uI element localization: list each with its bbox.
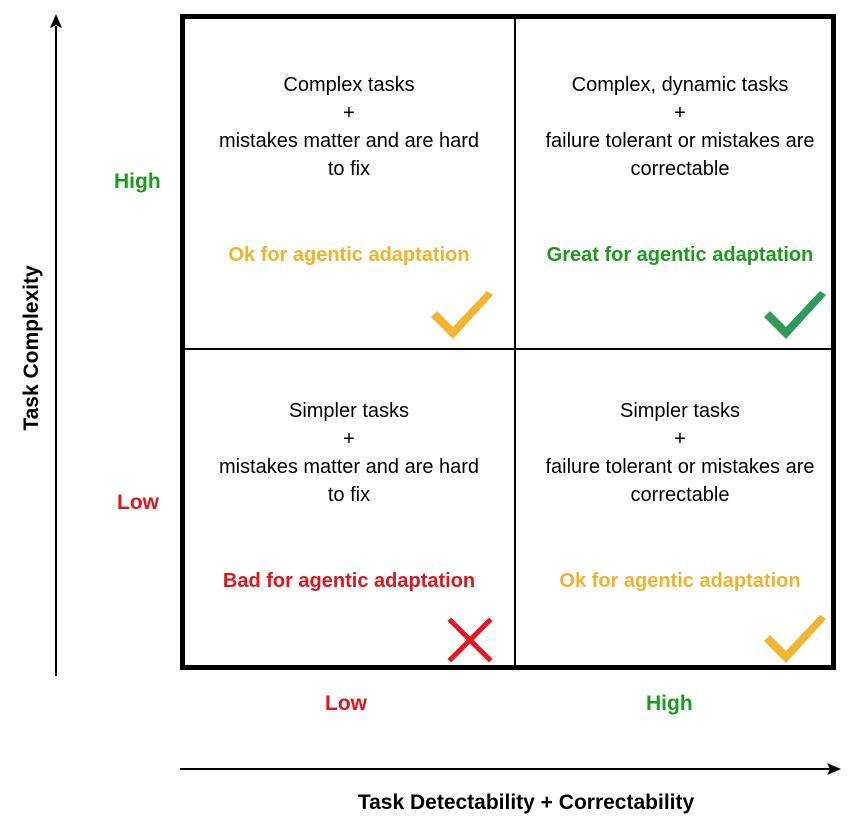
y-axis-low-label: Low <box>117 491 159 514</box>
quadrant-plus: + <box>674 102 686 124</box>
cross-icon <box>447 617 493 663</box>
quadrant-plus: + <box>674 428 686 450</box>
quadrant-verdict: Bad for agentic adaptation <box>222 570 476 592</box>
quadrant-verdict: Great for agentic adaptation <box>546 244 814 266</box>
quadrant-line: failure tolerant or mistakes are <box>545 456 815 478</box>
quadrant-description: Simpler tasks + failure tolerant or mist… <box>516 397 844 509</box>
x-axis-title: Task Detectability + Correctability <box>357 791 695 814</box>
quadrant-line: Simpler tasks <box>288 400 410 422</box>
x-axis-arrow <box>180 763 841 775</box>
quadrant-top-left: Complex tasks + mistakes matter and are … <box>185 19 513 342</box>
x-axis-high-label: High <box>646 692 693 715</box>
quadrant-line: mistakes matter and are hard <box>218 456 480 478</box>
quadrant-line: Complex tasks <box>283 74 415 96</box>
quadrant-grid: Complex tasks + mistakes matter and are … <box>180 14 836 670</box>
quadrant-top-right: Complex, dynamic tasks + failure toleran… <box>516 19 844 342</box>
x-axis-low-label: Low <box>325 692 367 715</box>
quadrant-plus: + <box>343 102 355 124</box>
quadrant-bottom-left: Simpler tasks + mistakes matter and are … <box>185 345 513 668</box>
check-icon <box>764 291 826 339</box>
y-axis-high-label: High <box>114 170 161 193</box>
y-axis-title: Task Complexity <box>20 265 43 431</box>
quadrant-description: Simpler tasks + mistakes matter and are … <box>185 397 513 509</box>
quadrant-verdict: Ok for agentic adaptation <box>559 570 801 592</box>
quadrant-line: Simpler tasks <box>619 400 741 422</box>
quadrant-line: correctable <box>630 484 730 506</box>
quadrant-line: Complex, dynamic tasks <box>571 74 789 96</box>
check-icon <box>431 291 493 339</box>
quadrant-line: to fix <box>327 158 371 180</box>
grid-horizontal-divider <box>185 348 831 350</box>
quadrant-line: mistakes matter and are hard <box>218 130 480 152</box>
quadrant-description: Complex, dynamic tasks + failure toleran… <box>516 71 844 183</box>
quadrant-line: to fix <box>327 484 371 506</box>
quadrant-line: correctable <box>630 158 730 180</box>
y-axis-arrow <box>50 14 62 676</box>
grid-vertical-divider <box>514 19 516 665</box>
quadrant-line: failure tolerant or mistakes are <box>545 130 815 152</box>
quadrant-description: Complex tasks + mistakes matter and are … <box>185 71 513 183</box>
quadrant-plus: + <box>343 428 355 450</box>
check-icon <box>764 615 826 663</box>
quadrant-bottom-right: Simpler tasks + failure tolerant or mist… <box>516 345 844 668</box>
quadrant-verdict: Ok for agentic adaptation <box>228 244 470 266</box>
